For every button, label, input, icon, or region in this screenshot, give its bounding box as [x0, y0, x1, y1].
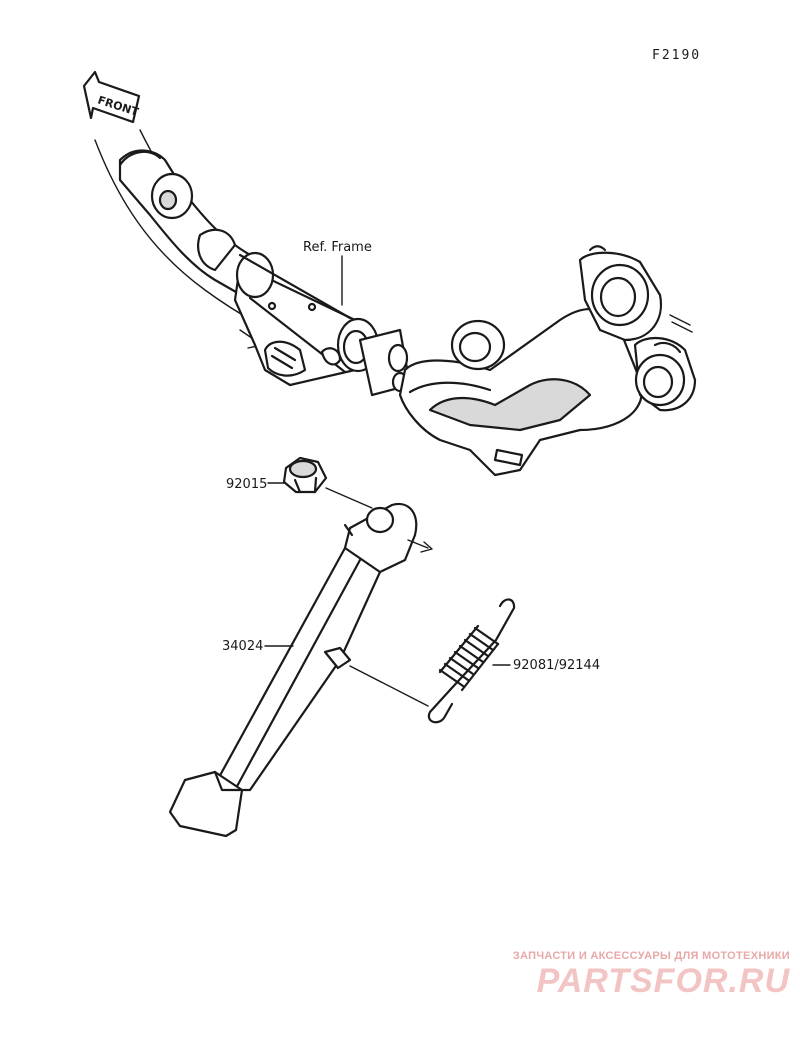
nut-label: 92015 — [226, 477, 267, 492]
side-stand-label: 34024 — [222, 639, 263, 654]
side-stand-part — [168, 502, 418, 838]
spring-label: 92081/92144 — [513, 658, 600, 673]
spring-assembly-line — [349, 665, 429, 707]
nut-assembly-line — [325, 487, 373, 509]
figure-code: F2190 — [652, 48, 701, 63]
frame-tube — [118, 149, 252, 302]
watermark-tagline: ЗАПЧАСТИ И АКСЕССУАРЫ ДЛЯ МОТОТЕХНИКИ — [512, 950, 790, 962]
watermark-logo: PARTSFOR.RU — [536, 962, 790, 1000]
stand-arrow-line — [407, 539, 429, 549]
ref-frame-label: Ref. Frame — [303, 240, 372, 255]
collar — [358, 328, 412, 397]
front-arrow-icon: FRONT — [82, 70, 141, 124]
nut-part — [282, 456, 328, 494]
stand-bracket — [233, 251, 380, 387]
frame-casting — [398, 245, 697, 477]
spring-part — [427, 598, 516, 724]
